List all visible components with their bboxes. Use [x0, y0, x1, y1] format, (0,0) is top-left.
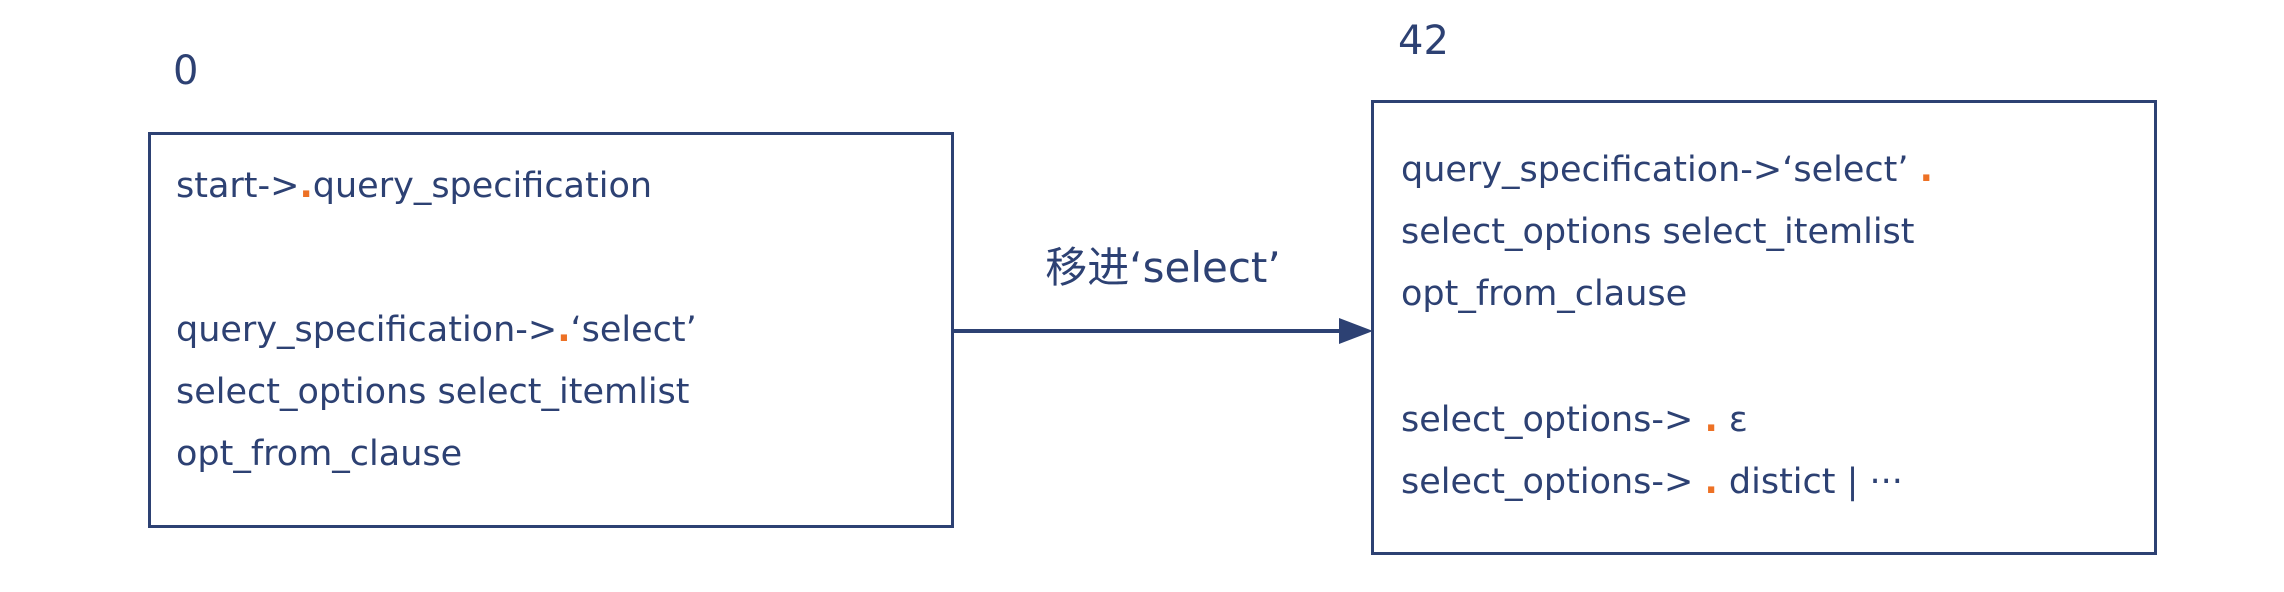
state-0-box: start->.query_specification query_specif… [148, 132, 954, 528]
production-start-item: start->.query_specification [176, 155, 941, 217]
blank-line [176, 217, 941, 299]
state-42-box: query_specification->‘select’ . select_o… [1371, 100, 2157, 555]
state-42-label: 42 [1398, 18, 1449, 64]
production-text: ε [1717, 400, 1748, 440]
parse-dot-marker: . [557, 310, 571, 350]
production-query-spec-item: query_specification->.‘select’ [176, 299, 941, 361]
production-text: select_options-> [1401, 462, 1705, 502]
production-continuation: select_options select_itemlist [176, 372, 690, 412]
production-select-options-distinct: select_options-> . distict | ··· [1401, 451, 2144, 513]
production-query-spec-item: query_specification->‘select’ . [1401, 139, 2144, 201]
transition-label: 移进‘select’ [1045, 243, 1281, 292]
production-continuation: select_options select_itemlist [1401, 212, 1915, 252]
parse-dot-marker: . [1704, 400, 1718, 440]
state-0-label: 0 [173, 48, 199, 94]
production-text: query_specification->‘select’ [1401, 150, 1920, 190]
blank-line [1401, 325, 2144, 389]
parse-dot-marker: . [1704, 462, 1718, 502]
production-text: query_specification [312, 166, 653, 206]
production-text: distict | ··· [1717, 462, 1903, 502]
production-text: query_specification-> [176, 310, 558, 350]
production-select-options-epsilon: select_options-> . ε [1401, 389, 2144, 451]
parse-dot-marker: . [1919, 150, 1933, 190]
transition-arrow [953, 318, 1373, 344]
production-continuation: opt_from_clause [176, 434, 463, 474]
parse-dot-marker: . [299, 166, 313, 206]
production-text: select_options-> [1401, 400, 1705, 440]
production-continuation: opt_from_clause [1401, 274, 1688, 314]
production-text: ‘select’ [570, 310, 697, 350]
production-text: start-> [176, 166, 300, 206]
